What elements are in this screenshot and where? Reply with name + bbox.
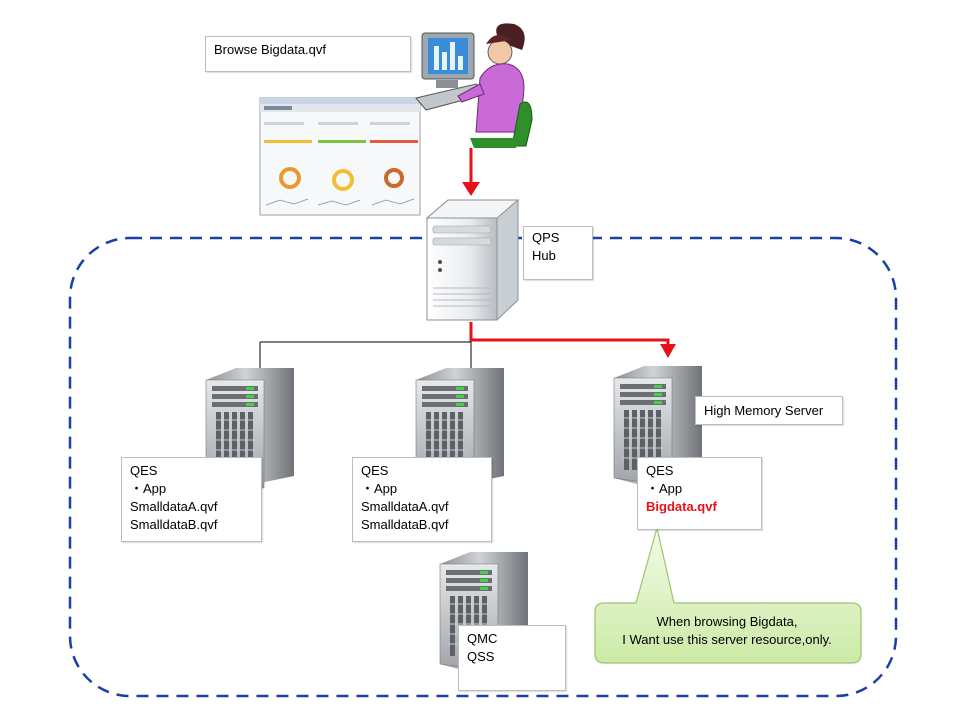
qps-hub-server-icon [425,199,520,321]
server-right-label-box: QES ・App Bigdata.qvf [637,457,762,530]
hub-label: Hub [532,248,556,263]
qps-label: QPS [532,230,560,245]
high-memory-server-label-box: High Memory Server [695,396,843,425]
server-middle-label-box: QES ・App SmalldataA.qvf SmalldataB.qvf [352,457,492,542]
qes-label: QES [646,463,674,478]
browse-label-box: Browse Bigdata.qvf [205,36,411,72]
qps-hub-label-box: QPS Hub [523,226,593,280]
network-connector [259,322,472,368]
high-memory-server-label: High Memory Server [704,403,824,418]
app-file-bigdata: Bigdata.qvf [646,499,717,514]
dashboard-thumbnail [259,97,421,216]
qmc-label: QMC [467,631,498,646]
app-file-b: SmalldataB.qvf [130,517,218,532]
callout-line-2: I Want use this server resource,only. [622,632,832,647]
user-at-computer-icon [415,23,533,148]
app-label: ・App [646,481,683,496]
callout-bubble [594,527,862,664]
app-label: ・App [361,481,398,496]
server-left-label-box: QES ・App SmalldataA.qvf SmalldataB.qvf [121,457,262,542]
qes-label: QES [130,463,158,478]
red-arrow-hub-to-high-memory [469,322,676,358]
red-arrow-user-to-hub [462,148,480,196]
cluster-boundary [68,236,898,698]
callout-text: When browsing Bigdata, I Want use this s… [594,603,860,663]
callout-line-1: When browsing Bigdata, [656,614,798,629]
app-file-a: SmalldataA.qvf [361,499,449,514]
browse-label: Browse Bigdata.qvf [214,42,327,57]
qss-label: QSS [467,649,495,664]
qes-label: QES [361,463,389,478]
app-file-a: SmalldataA.qvf [130,499,218,514]
app-label: ・App [130,481,167,496]
app-file-b: SmalldataB.qvf [361,517,449,532]
server-qmc-label-box: QMC QSS [458,625,566,691]
